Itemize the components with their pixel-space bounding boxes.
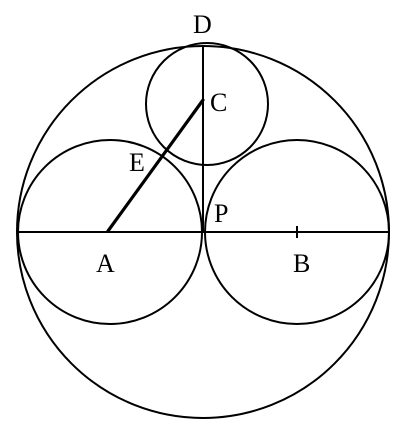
label-p: P: [214, 199, 228, 228]
segment-ac: [106, 98, 205, 233]
label-a: A: [96, 249, 115, 278]
label-e: E: [129, 148, 145, 177]
label-d: D: [193, 10, 212, 39]
label-b: B: [293, 249, 310, 278]
label-c: C: [210, 88, 227, 117]
circle-c: [145, 42, 269, 166]
